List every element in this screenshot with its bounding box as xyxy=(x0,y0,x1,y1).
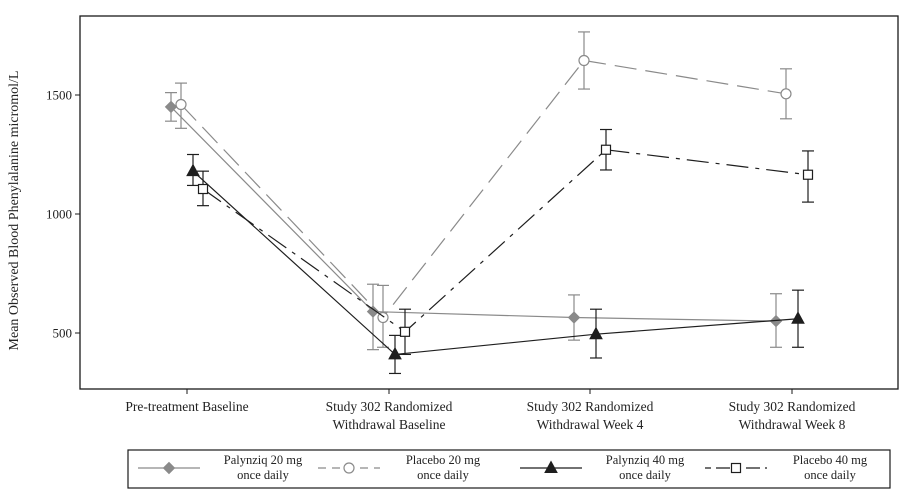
series-palynziq-40-mg-once-daily xyxy=(186,153,805,375)
legend-box xyxy=(127,449,891,489)
series-line xyxy=(180,59,787,319)
legend-marker xyxy=(162,461,176,475)
series-placebo-20-mg-once-daily xyxy=(175,31,792,348)
data-point xyxy=(164,100,178,114)
data-point xyxy=(197,183,209,195)
series-placebo-40-mg-once-daily xyxy=(197,128,814,356)
data-point xyxy=(600,144,612,155)
data-point xyxy=(175,98,187,111)
y-tick-label: 1500 xyxy=(46,88,72,103)
y-axis-label: Mean Observed Blood Phenylalanine microm… xyxy=(7,71,22,351)
data-point xyxy=(567,311,581,324)
x-tick-label: Pre-treatment Baseline xyxy=(125,399,248,414)
data-point xyxy=(769,314,783,328)
axes: 500 1000 1500 Mean Observed Blood Phenylala… xyxy=(7,15,899,432)
data-point xyxy=(186,163,200,177)
data-point xyxy=(366,305,380,318)
data-point xyxy=(780,88,792,100)
series-line xyxy=(202,149,809,333)
series-palynziq-20-mg-once-daily xyxy=(164,92,783,351)
legend-marker xyxy=(343,462,355,474)
legend-marker xyxy=(544,460,558,473)
series-layer xyxy=(164,31,814,375)
y-tick-label: 1000 xyxy=(46,207,72,222)
y-tick-label: 500 xyxy=(53,326,73,341)
plot-frame xyxy=(79,15,899,390)
series-line xyxy=(192,170,799,356)
series-line xyxy=(170,106,777,322)
data-point xyxy=(802,169,814,180)
data-point xyxy=(589,326,603,340)
data-point xyxy=(791,311,805,324)
legend-marker xyxy=(730,462,742,474)
data-point xyxy=(388,346,402,360)
data-point xyxy=(399,326,411,337)
data-point xyxy=(578,54,590,67)
